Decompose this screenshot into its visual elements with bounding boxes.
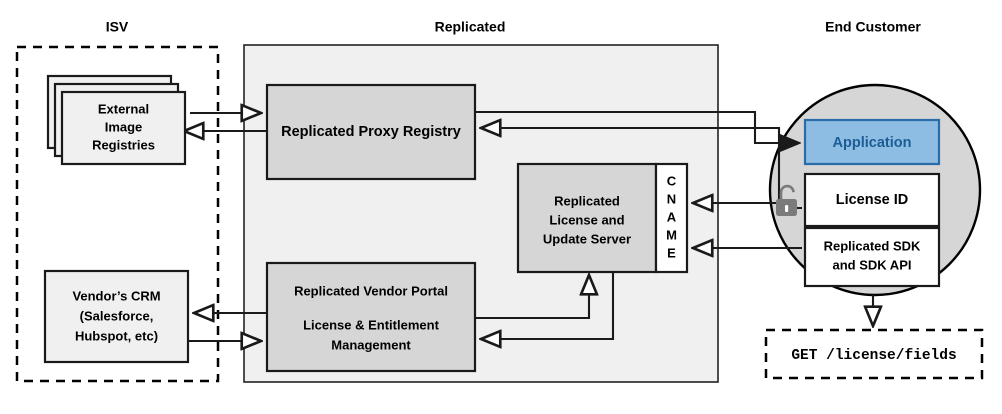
vendor-crm-line-2: (Salesforce,: [80, 308, 154, 323]
cname-box: [654, 162, 689, 274]
zone-title-end-customer: End Customer: [825, 19, 921, 35]
vendor-portal-box: [265, 261, 477, 373]
cname-letter-n: N: [667, 191, 676, 206]
node-cname[interactable]: C N A M E: [654, 162, 689, 274]
zone-title-isv: ISV: [106, 19, 129, 35]
zone-title-replicated: Replicated: [435, 19, 506, 35]
api-request-box: [764, 328, 984, 380]
vendor-crm-box: [43, 269, 190, 364]
license-id-box: [803, 172, 941, 228]
vendor-portal-line-3: Management: [331, 337, 411, 352]
external-registries-line-2: Image: [105, 119, 143, 134]
proxy-registry-label: Replicated Proxy Registry: [281, 124, 461, 140]
proxy-registry-box: [265, 83, 477, 181]
connector-license-server-to-portal: [481, 272, 615, 339]
license-server-line-3: Update Server: [543, 231, 631, 246]
node-replicated-proxy-registry[interactable]: Replicated Proxy Registry: [265, 83, 477, 181]
cname-letter-c: C: [667, 173, 677, 188]
node-replicated-vendor-portal[interactable]: Replicated Vendor Portal License & Entit…: [265, 261, 477, 373]
node-application[interactable]: Application: [803, 118, 941, 166]
vendor-crm-line-3: Hubspot, etc): [75, 328, 158, 343]
application-label: Application: [833, 135, 912, 151]
sdk-line-1: Replicated SDK: [824, 238, 921, 253]
vendor-portal-line-1: Replicated Vendor Portal: [294, 283, 448, 298]
node-vendor-crm[interactable]: Vendor’s CRM (Salesforce, Hubspot, etc): [43, 269, 190, 364]
cname-letter-e: E: [667, 245, 676, 260]
vendor-portal-line-2: License & Entitlement: [303, 317, 439, 332]
node-license-id[interactable]: License ID: [803, 172, 941, 228]
cname-letter-a: A: [667, 209, 677, 224]
application-box: [803, 118, 941, 166]
unlock-icon: [776, 184, 797, 216]
node-replicated-license-update-server[interactable]: Replicated License and Update Server: [516, 162, 658, 274]
node-api-request[interactable]: GET /license/fields: [764, 328, 984, 380]
vendor-crm-line-1: Vendor’s CRM: [72, 288, 160, 303]
external-registries-line-1: External: [98, 101, 149, 116]
external-registries-line-3: Registries: [92, 137, 155, 152]
registry-stack-front: [60, 90, 187, 166]
license-id-label: License ID: [836, 192, 909, 208]
license-server-line-1: Replicated: [554, 193, 620, 208]
node-replicated-sdk[interactable]: Replicated SDK and SDK API: [803, 226, 941, 288]
api-request-label: GET /license/fields: [791, 348, 956, 364]
sdk-line-2: and SDK API: [833, 257, 912, 272]
zone-boundary-isv: [15, 45, 220, 383]
node-external-image-registries[interactable]: External Image Registries: [46, 74, 187, 166]
connector-portal-to-license-server: [475, 275, 589, 320]
sdk-box: [803, 226, 941, 288]
cname-letter-m: M: [666, 227, 677, 242]
license-update-server-box: [516, 162, 658, 274]
license-server-line-2: License and: [549, 212, 624, 227]
